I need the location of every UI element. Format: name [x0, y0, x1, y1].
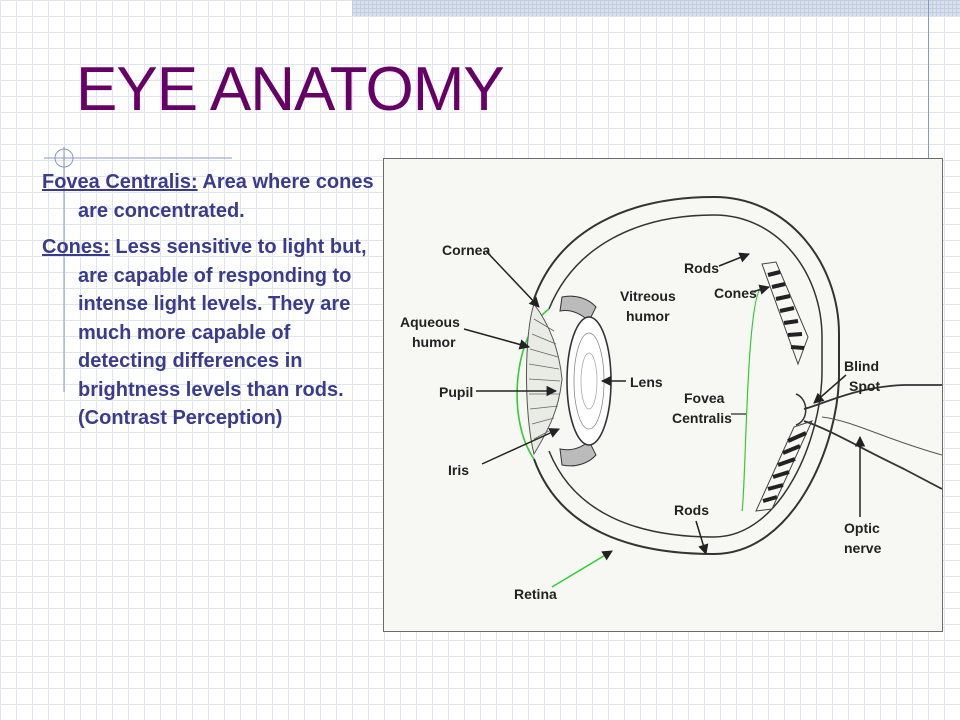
blind-spot-pointer — [813, 374, 847, 404]
retina-upper-hatch — [761, 261, 809, 366]
optic-nerve-bottom — [803, 420, 942, 490]
label-vitreous-1: Vitreous — [620, 288, 676, 304]
iris-pointer — [481, 428, 560, 465]
bullet-fovea-centralis: Fovea Centralis: Area where cones are co… — [42, 168, 374, 225]
label-iris: Iris — [448, 462, 469, 478]
eye-diagram: Cornea Aqueous humor Pupil Iris Lens Vit… — [383, 158, 943, 632]
bullet-term: Cones: — [42, 236, 110, 258]
header-band — [352, 0, 960, 16]
retina-lower-hatch — [755, 420, 813, 512]
iris-hatching — [528, 318, 561, 440]
label-retina: Retina — [514, 586, 557, 602]
label-blind-1: Blind — [844, 358, 879, 374]
label-cones: Cones — [714, 285, 757, 301]
aqueous-pointer — [463, 328, 531, 350]
retina-lower-stripes — [762, 431, 807, 503]
optic-nerve-top — [803, 384, 942, 410]
bullet-text: Less sensitive to light but, are capable… — [78, 236, 367, 429]
ciliary-lower — [559, 440, 597, 467]
sclera-outer — [533, 195, 840, 556]
slide-title: EYE ANATOMY — [76, 55, 505, 124]
label-cornea: Cornea — [442, 242, 490, 258]
label-pupil: Pupil — [439, 384, 473, 400]
bullet-text: Area where cones are concentrated. — [78, 171, 374, 222]
label-blind-2: Spot — [849, 378, 880, 394]
retina-pointer — [551, 550, 613, 588]
aqueous-humor-region — [526, 302, 563, 456]
label-aqueous-2: humor — [412, 334, 456, 350]
label-rods-top: Rods — [684, 260, 719, 276]
bullet-cones: Cones: Less sensitive to light but, are … — [42, 233, 374, 433]
cones-pointer — [751, 284, 771, 295]
bullet-term: Fovea Centralis: — [42, 171, 198, 193]
cornea-pointer — [485, 250, 540, 308]
bullet-list: Fovea Centralis: Area where cones are co… — [42, 168, 374, 441]
sclera-inner — [548, 214, 823, 538]
label-rods-bottom: Rods — [674, 502, 709, 518]
optic-nerve-mid — [821, 416, 942, 456]
blind-spot — [795, 393, 807, 426]
label-optic-1: Optic — [844, 520, 880, 536]
label-lens: Lens — [630, 374, 663, 390]
corner-ornament — [44, 147, 232, 392]
rods-bottom-pointer — [695, 520, 709, 556]
fovea-bracket — [741, 286, 763, 512]
lens-core-inner — [580, 352, 598, 410]
label-aqueous-1: Aqueous — [400, 314, 460, 330]
label-fovea-2: Centralis — [672, 410, 732, 426]
label-optic-2: nerve — [844, 540, 882, 556]
eye-diagram-svg: Cornea Aqueous humor Pupil Iris Lens Vit… — [400, 195, 942, 602]
retina-upper-stripes — [767, 270, 805, 350]
label-fovea-1: Fovea — [684, 390, 725, 406]
label-vitreous-2: humor — [626, 308, 670, 324]
rods-top-pointer — [718, 252, 750, 267]
right-rule — [928, 0, 929, 160]
